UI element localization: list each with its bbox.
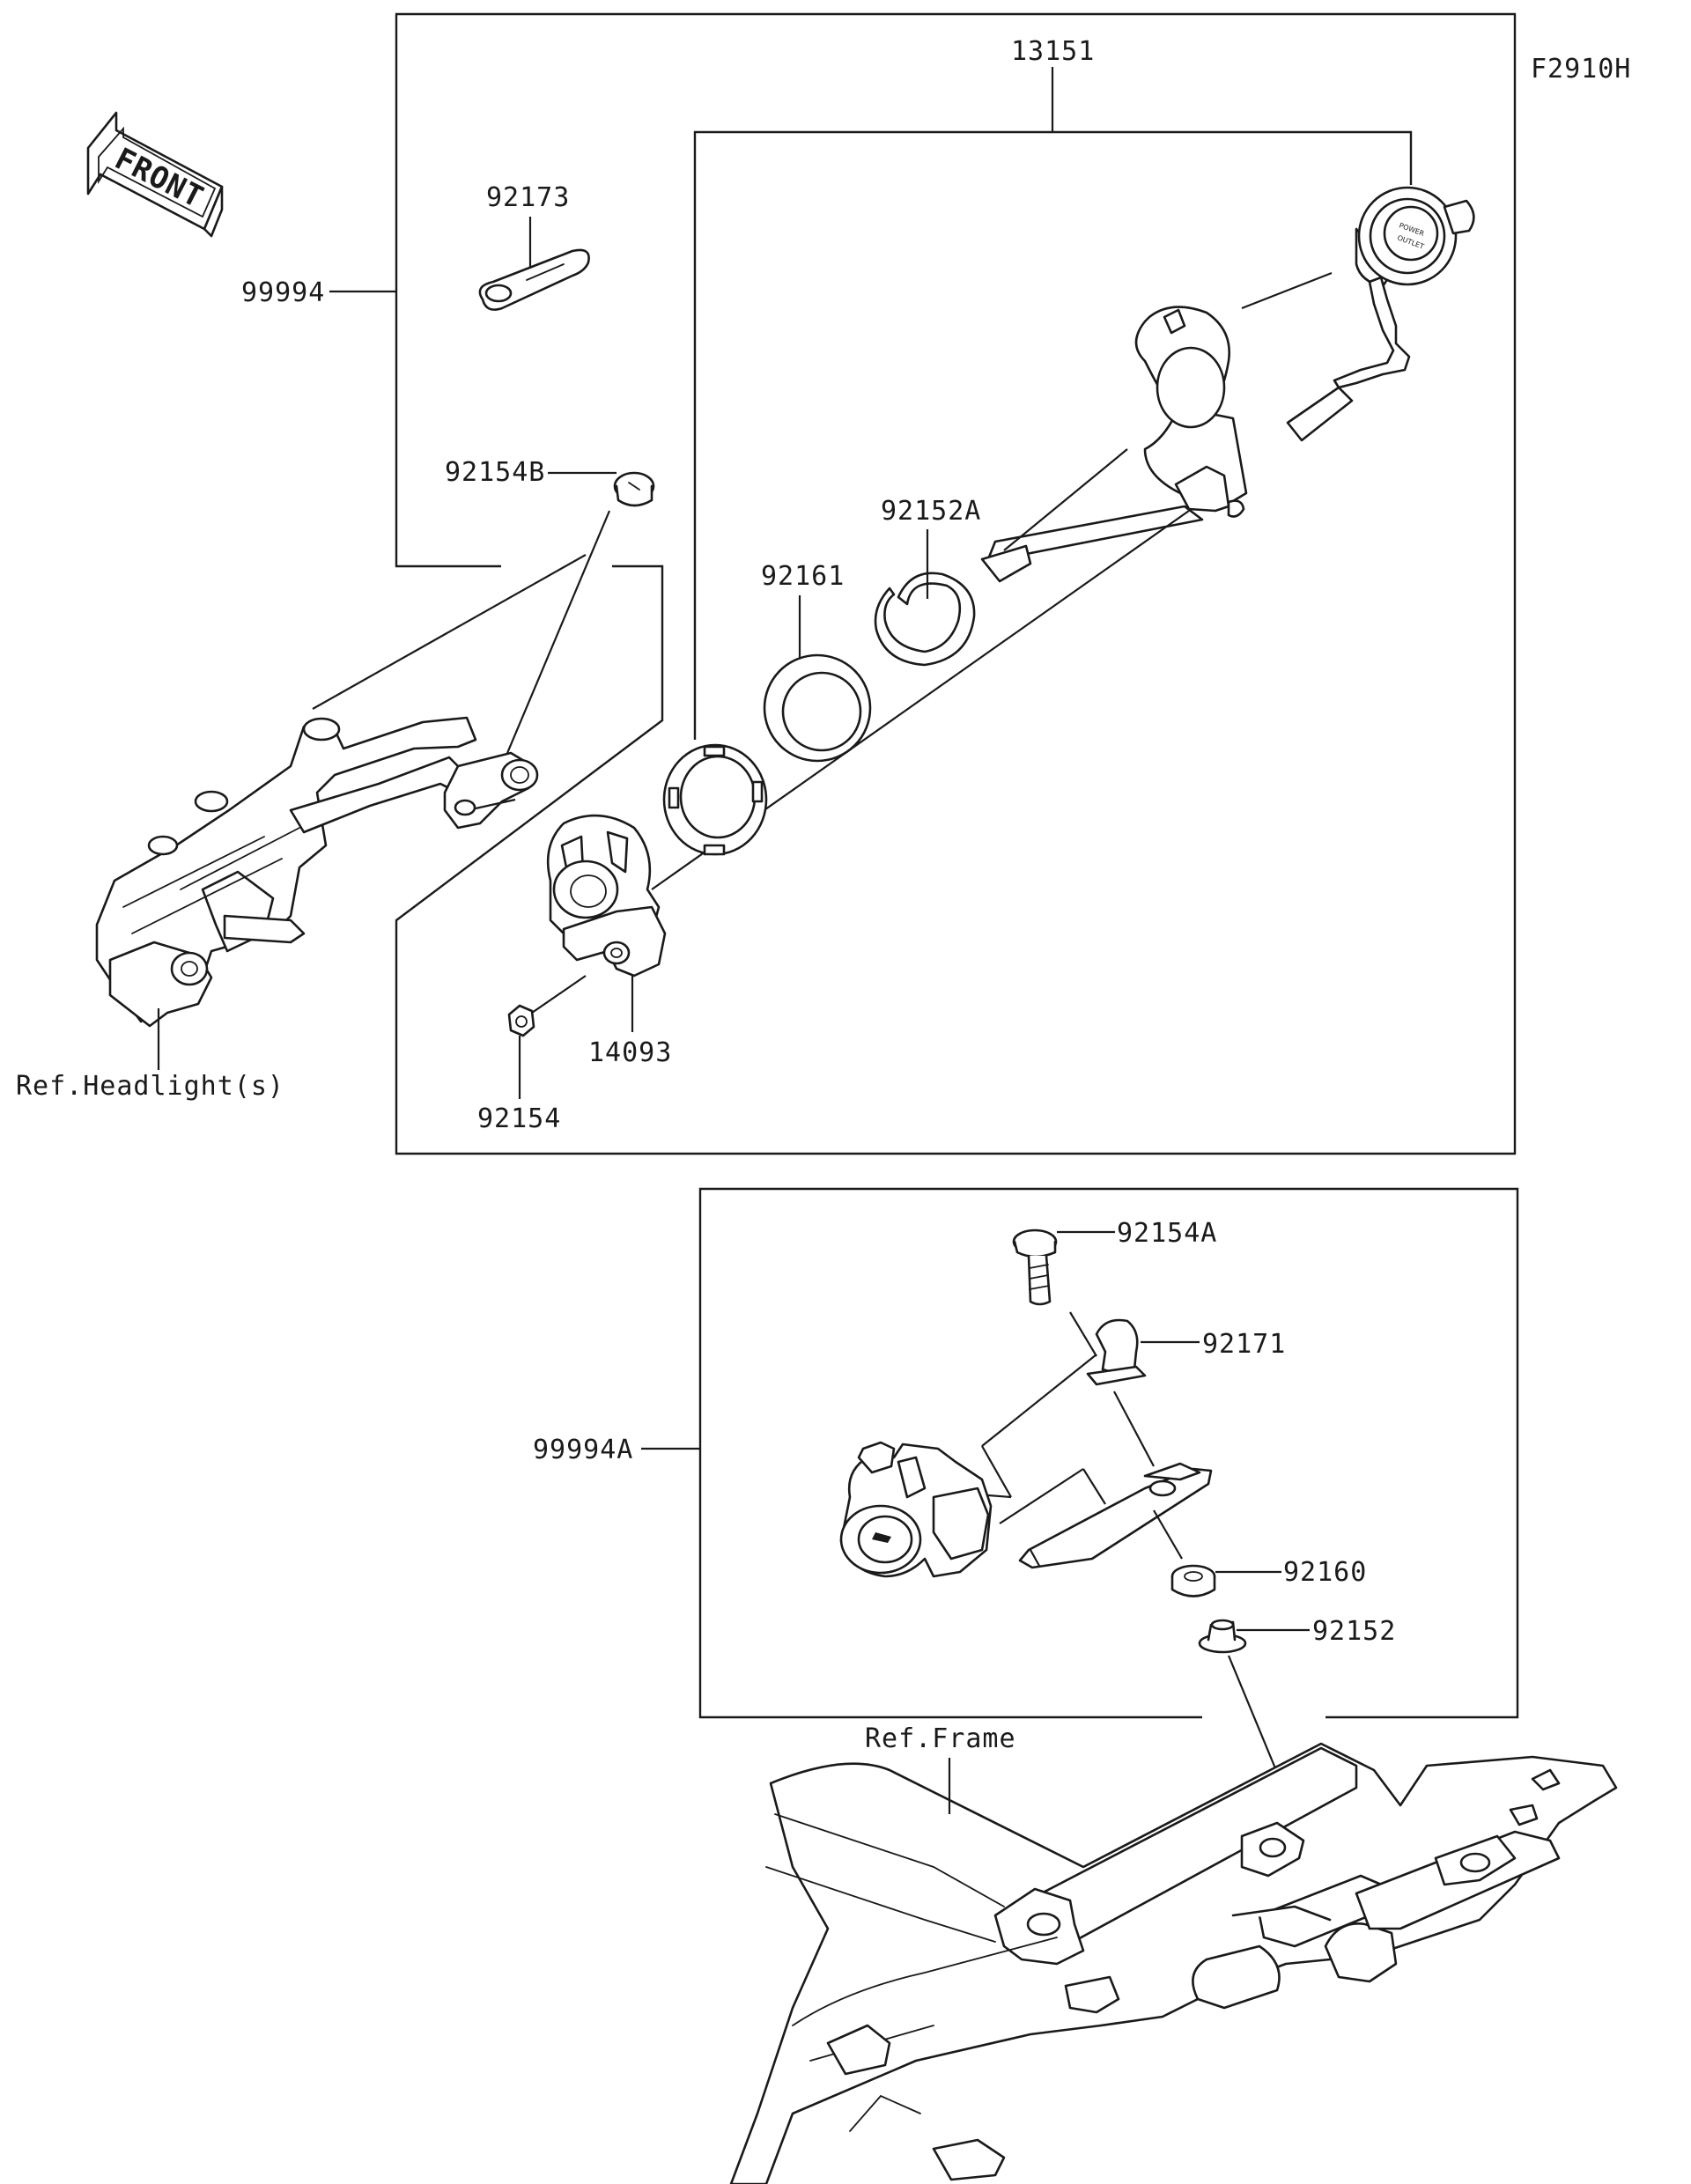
washer-92161 xyxy=(763,653,872,763)
callout-92173: 92173 xyxy=(486,182,570,213)
power-outlet-assembly-outline xyxy=(693,67,1413,740)
callout-13151: 13151 xyxy=(1011,36,1095,67)
figure-code: F2910H xyxy=(1531,54,1631,85)
callout-92171: 92171 xyxy=(1202,1329,1286,1360)
ref-headlight: Ref.Headlight(s) xyxy=(16,1071,284,1102)
lock-nut xyxy=(662,743,768,856)
callout-92152: 92152 xyxy=(1312,1616,1396,1647)
clip-92171 xyxy=(1086,1318,1147,1386)
headlight-bracket xyxy=(95,716,539,1028)
frame-structure xyxy=(729,1742,1618,2184)
callout-99994: 99994 xyxy=(241,277,325,308)
outlet-holder-14093 xyxy=(546,814,667,978)
callout-92154B: 92154B xyxy=(445,457,545,488)
lower-kit-outline xyxy=(698,1187,1519,1719)
damper-92160 xyxy=(1170,1564,1216,1597)
nut-92154 xyxy=(507,1004,535,1037)
bolt-92154A xyxy=(1012,1228,1058,1306)
callout-92161: 92161 xyxy=(761,561,845,592)
callout-92154A: 92154A xyxy=(1117,1218,1217,1249)
outlet-clamp-bracket xyxy=(651,271,1333,890)
mounting-plate xyxy=(1018,1462,1213,1569)
callout-99994A: 99994A xyxy=(533,1435,633,1465)
collar-92152 xyxy=(1198,1619,1247,1654)
callout-92152A: 92152A xyxy=(881,496,981,527)
upper-kit-outline xyxy=(395,12,1517,1155)
callout-92154: 92154 xyxy=(477,1103,561,1134)
strap-92173 xyxy=(478,248,590,311)
key-lock-switch xyxy=(839,1441,1106,1578)
snap-ring-92152A xyxy=(874,572,976,667)
front-direction-arrow-icon: FRONT xyxy=(86,111,224,238)
ref-frame: Ref.Frame xyxy=(865,1723,1016,1754)
callout-92160: 92160 xyxy=(1283,1557,1367,1588)
screw-92154B xyxy=(613,471,655,507)
callout-14093: 14093 xyxy=(588,1037,672,1068)
power-outlet-socket: POWER OUTLET xyxy=(1286,186,1475,442)
